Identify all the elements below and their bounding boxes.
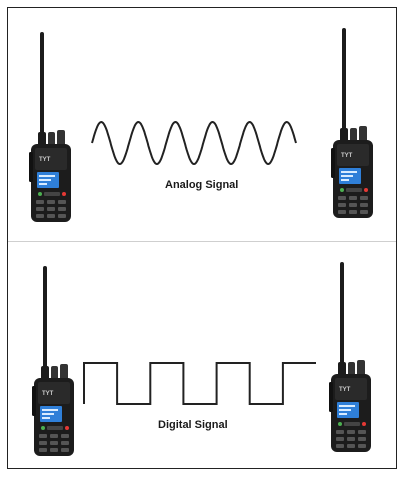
svg-text:TYT: TYT — [341, 153, 353, 159]
panel-divider — [8, 241, 396, 242]
two-way-radio-icon: TYT — [32, 266, 74, 456]
analog-signal-caption: Analog Signal — [165, 179, 239, 191]
two-way-radio-icon: TYT — [329, 262, 371, 452]
two-way-radio-icon: TYT — [29, 32, 71, 222]
svg-text:TYT: TYT — [339, 387, 351, 393]
svg-text:TYT: TYT — [39, 157, 51, 163]
two-way-radio-icon: TYT — [331, 28, 373, 218]
digital-signal-caption: Digital Signal — [158, 419, 228, 431]
svg-text:TYT: TYT — [42, 391, 54, 397]
